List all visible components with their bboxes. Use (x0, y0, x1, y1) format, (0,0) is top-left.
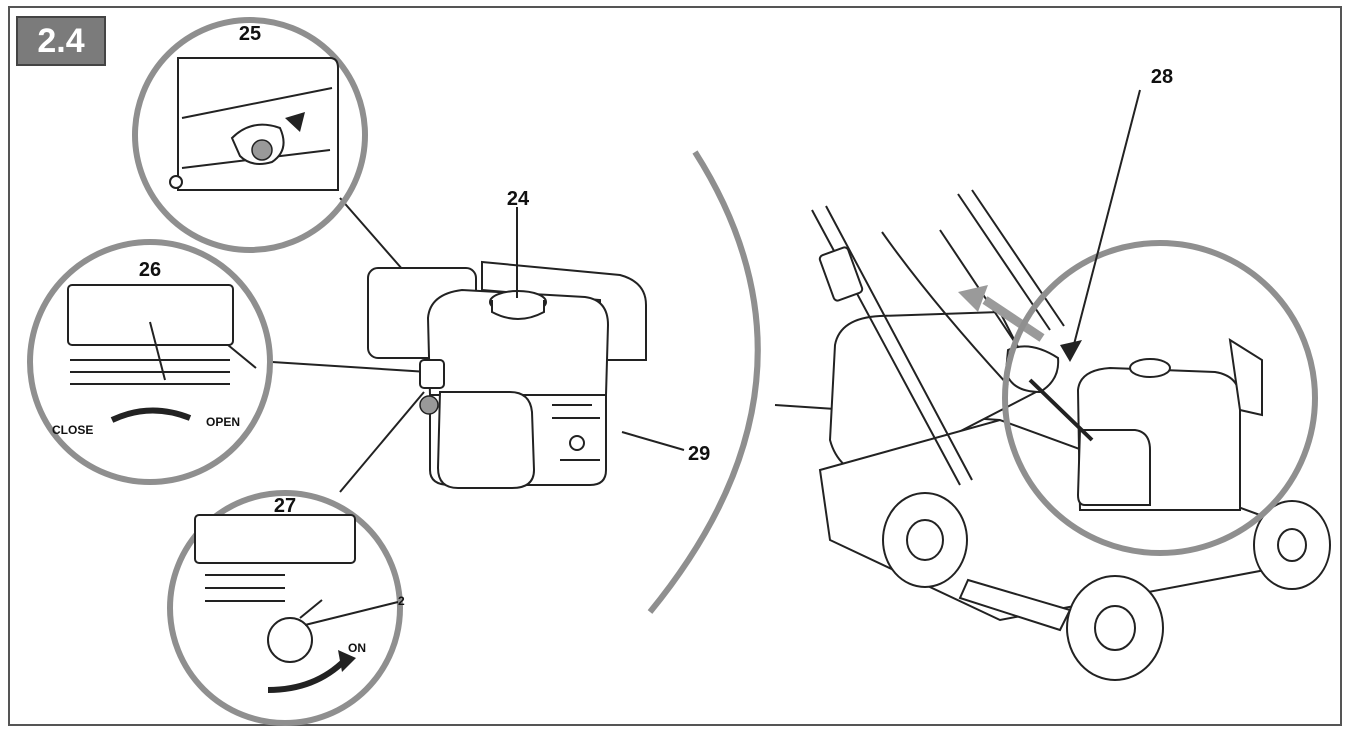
figure-badge: 2.4 (16, 16, 106, 66)
recoil-starter (436, 391, 536, 489)
fuel-valve (419, 359, 445, 389)
leader-25 (339, 197, 411, 279)
callout-25: 25 (239, 23, 261, 45)
detail-circle-27 (167, 490, 403, 726)
mower-illustration (811, 189, 1331, 681)
figure-frame (8, 6, 1342, 726)
detail-circle-26 (27, 239, 273, 485)
operator-hand (1004, 345, 1060, 394)
engine-fins (552, 404, 600, 461)
pull-arrow (958, 285, 988, 312)
fuel-cap-side (491, 300, 545, 320)
engine-top-cover (426, 288, 610, 396)
callout-26: 26 (139, 259, 161, 281)
choke-knob (419, 395, 439, 415)
deck-plate (958, 578, 1072, 632)
label-open: OPEN (206, 415, 240, 429)
starter-cord (1028, 378, 1094, 442)
separator-arc (647, 150, 761, 614)
callout-28: 28 (1151, 66, 1173, 88)
leader-29 (621, 431, 685, 451)
leader-28 (1071, 89, 1141, 353)
callout-24: 24 (507, 188, 530, 210)
leader-26 (271, 361, 429, 373)
handle-right (957, 189, 1065, 331)
callout-2: 2 (398, 594, 405, 608)
label-on: ON (348, 641, 366, 655)
callout-27: 27 (274, 495, 296, 517)
engine-illustration (367, 260, 647, 489)
mower-detail-ring (1002, 240, 1318, 556)
leader-27 (339, 391, 425, 493)
label-close: CLOSE (52, 423, 93, 437)
detail-circle-25 (132, 17, 368, 253)
engine-bolt (569, 435, 585, 451)
callout-29: 29 (688, 443, 710, 465)
